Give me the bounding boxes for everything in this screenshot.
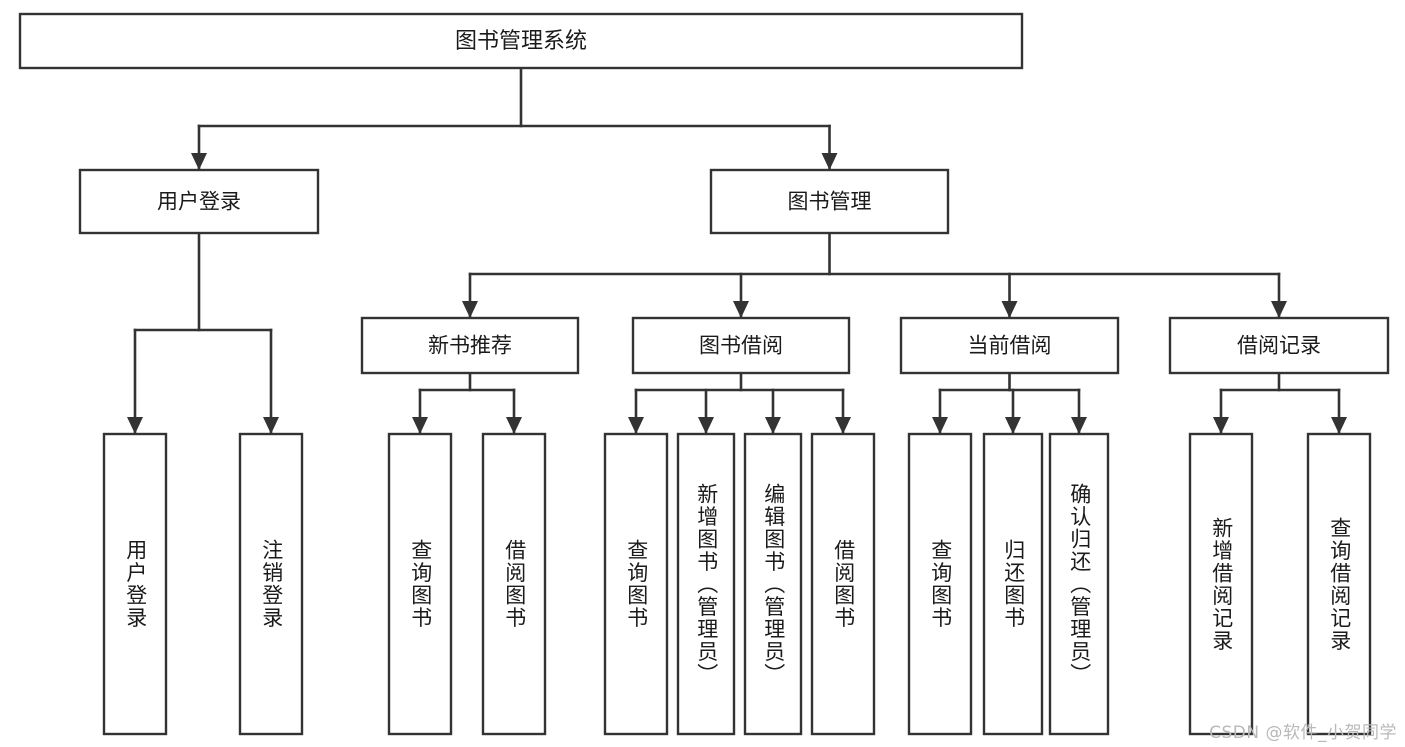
arrow-head-icon bbox=[506, 417, 522, 434]
arrow-head-icon bbox=[628, 417, 644, 434]
node-box-l_query_book_1[interactable] bbox=[387, 432, 453, 736]
arrow-head-icon bbox=[191, 153, 207, 170]
arrow-head-icon bbox=[1213, 417, 1229, 434]
arrow-head-icon bbox=[765, 417, 781, 434]
node-label-records: 借阅记录 bbox=[1237, 334, 1321, 358]
node-box-layer bbox=[18, 12, 1390, 736]
node-box-l_return_book[interactable] bbox=[982, 432, 1044, 736]
node-box-l_edit_book[interactable] bbox=[743, 432, 803, 736]
node-label-book_mgmt: 图书管理 bbox=[788, 190, 872, 214]
arrow-head-icon bbox=[462, 301, 478, 318]
node-label-root: 图书管理系统 bbox=[455, 29, 587, 54]
node-box-l_borrow_book_1[interactable] bbox=[481, 432, 547, 736]
arrow-head-icon bbox=[127, 417, 143, 434]
node-box-l_query_book_3[interactable] bbox=[907, 432, 973, 736]
node-box-l_add_book[interactable] bbox=[676, 432, 736, 736]
arrow-head-icon bbox=[821, 153, 838, 170]
arrow-head-icon bbox=[1331, 417, 1347, 434]
node-box-borrow[interactable] bbox=[631, 316, 851, 375]
node-box-user_login[interactable] bbox=[78, 168, 320, 235]
node-label-user_login: 用户登录 bbox=[157, 190, 241, 214]
node-box-l_borrow_book_2[interactable] bbox=[810, 432, 876, 736]
node-box-l_query_record[interactable] bbox=[1306, 432, 1372, 736]
node-box-l_query_book_2[interactable] bbox=[603, 432, 669, 736]
node-label-borrow: 图书借阅 bbox=[699, 334, 783, 358]
node-box-l_logout[interactable] bbox=[238, 432, 304, 736]
arrow-head-icon bbox=[698, 417, 714, 434]
node-box-current[interactable] bbox=[899, 316, 1120, 375]
arrow-head-icon bbox=[1005, 417, 1021, 434]
node-box-l_add_record[interactable] bbox=[1188, 432, 1254, 736]
arrow-head-icon bbox=[733, 301, 749, 318]
node-box-new_rec[interactable] bbox=[360, 316, 580, 375]
arrow-head-icon bbox=[1001, 301, 1018, 318]
arrow-head-icon bbox=[412, 417, 428, 434]
node-label-new_rec: 新书推荐 bbox=[428, 334, 512, 358]
node-box-book_mgmt[interactable] bbox=[709, 168, 950, 235]
arrow-head-icon bbox=[932, 417, 948, 434]
node-box-root[interactable] bbox=[18, 12, 1024, 70]
connector-layer bbox=[127, 66, 1347, 435]
node-box-l_confirm_return[interactable] bbox=[1048, 432, 1110, 736]
arrow-head-icon bbox=[835, 417, 851, 434]
node-box-records[interactable] bbox=[1168, 316, 1390, 375]
node-label-current: 当前借阅 bbox=[968, 334, 1052, 358]
node-box-l_user_login[interactable] bbox=[102, 432, 168, 736]
arrow-head-icon bbox=[1271, 301, 1287, 318]
arrow-head-icon bbox=[263, 417, 279, 434]
arrow-head-icon bbox=[1071, 417, 1087, 434]
watermark-text: CSDN @软件_小贺同学 bbox=[1209, 723, 1397, 743]
